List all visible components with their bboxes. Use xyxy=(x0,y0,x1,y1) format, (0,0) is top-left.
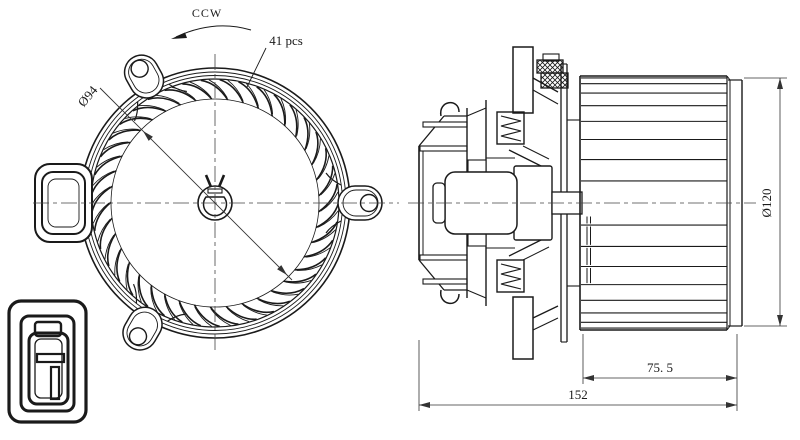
blade-count-leader-line xyxy=(246,47,267,88)
mounting-tab-top-left xyxy=(123,54,187,122)
top-bracket xyxy=(512,46,569,114)
connector-terminal-horizontal xyxy=(35,352,66,364)
motor-side-view: Ø120 75. 5 152 xyxy=(408,46,787,411)
grommet-hatched-upper xyxy=(536,59,564,74)
mounting-tab-bottom-left xyxy=(122,283,186,351)
hub-circle-diameter-label: Ø94 xyxy=(75,82,101,109)
dimension-wheel-width xyxy=(582,334,738,411)
grommet-hatched-lower xyxy=(540,72,569,89)
rotation-direction-label: CCW xyxy=(192,6,222,20)
overall-length-label: 152 xyxy=(568,387,588,402)
connector-plug-body xyxy=(27,331,70,406)
brush-spring-bottom xyxy=(500,263,522,290)
ccw-arrow-icon xyxy=(171,25,252,39)
brush-box-top xyxy=(496,111,525,145)
drum-outer-diameter-label: Ø120 xyxy=(759,189,774,218)
brush-spring-top xyxy=(500,115,522,142)
dimension-hub-circle xyxy=(99,87,293,281)
dimension-total-length xyxy=(418,340,737,411)
connector-detail xyxy=(7,299,88,424)
drum-blade-lines xyxy=(581,77,727,329)
spring-clip-bottom xyxy=(440,289,460,304)
fan-front-view: Ø94 CCW 41 pcs xyxy=(33,6,399,352)
connector-terminal-vertical xyxy=(49,365,61,401)
blade-count-label: 41 pcs xyxy=(269,33,303,48)
spring-clip-top xyxy=(440,102,460,117)
motor-body xyxy=(418,100,583,306)
wheel-width-label: 75. 5 xyxy=(647,360,673,375)
connector-socket-opening xyxy=(19,314,76,413)
connector-outer-housing xyxy=(7,299,88,424)
dimension-drum-diameter xyxy=(744,77,787,327)
bottom-bracket xyxy=(512,296,559,360)
brush-box-bottom xyxy=(496,259,525,293)
connector-lock-tab xyxy=(33,320,63,338)
